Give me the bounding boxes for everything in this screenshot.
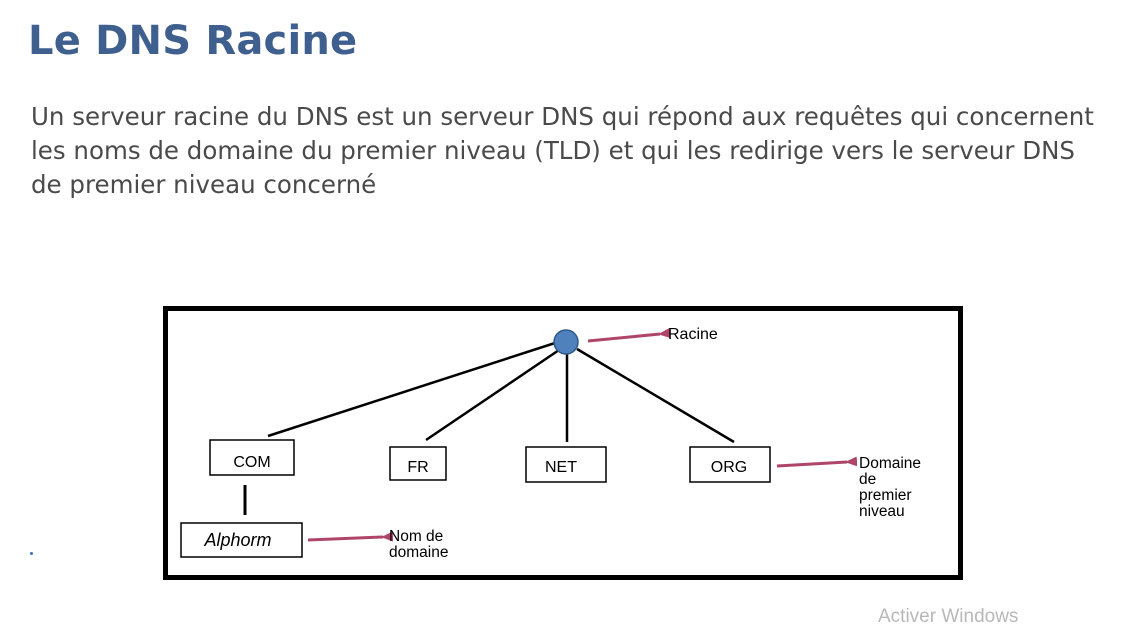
node-fr: FR bbox=[389, 446, 447, 481]
label-racine: Racine bbox=[668, 326, 718, 343]
svg-text:de: de bbox=[859, 471, 876, 488]
slide-body-text: Un serveur racine du DNS est un serveur … bbox=[31, 102, 1094, 199]
label-nom-de-domaine: Nom de domaine bbox=[389, 528, 448, 561]
dns-hierarchy-diagram: COM FR NET ORG Alphorm Racine Domaine de… bbox=[163, 306, 963, 580]
svg-text:domaine: domaine bbox=[389, 544, 448, 561]
node-fr-label: FR bbox=[407, 459, 428, 476]
arrow-tld bbox=[776, 456, 858, 468]
edge-root-fr bbox=[425, 348, 560, 442]
node-com: COM bbox=[209, 439, 295, 476]
activate-windows-watermark: Activer Windows bbox=[878, 606, 1019, 627]
node-net: NET bbox=[525, 446, 607, 483]
edge-root-org bbox=[576, 347, 735, 444]
svg-text:niveau: niveau bbox=[859, 503, 905, 520]
arrow-domain bbox=[307, 531, 394, 542]
node-org-label: ORG bbox=[711, 459, 747, 476]
svg-text:Nom de: Nom de bbox=[389, 528, 443, 545]
slide-title: Le DNS Racine bbox=[28, 18, 358, 64]
label-tld: Domaine de premier niveau bbox=[859, 455, 921, 520]
svg-text:Domaine: Domaine bbox=[859, 455, 921, 472]
svg-text:premier: premier bbox=[859, 487, 912, 504]
node-org: ORG bbox=[689, 446, 771, 483]
arrow-racine bbox=[587, 328, 671, 343]
node-com-label: COM bbox=[233, 454, 270, 471]
edge-root-com bbox=[267, 341, 556, 438]
node-net-label: NET bbox=[545, 459, 577, 476]
bullet-dot bbox=[30, 552, 33, 555]
node-alphorm: Alphorm bbox=[180, 522, 303, 558]
root-node bbox=[553, 329, 579, 355]
node-alphorm-label: Alphorm bbox=[203, 530, 271, 550]
